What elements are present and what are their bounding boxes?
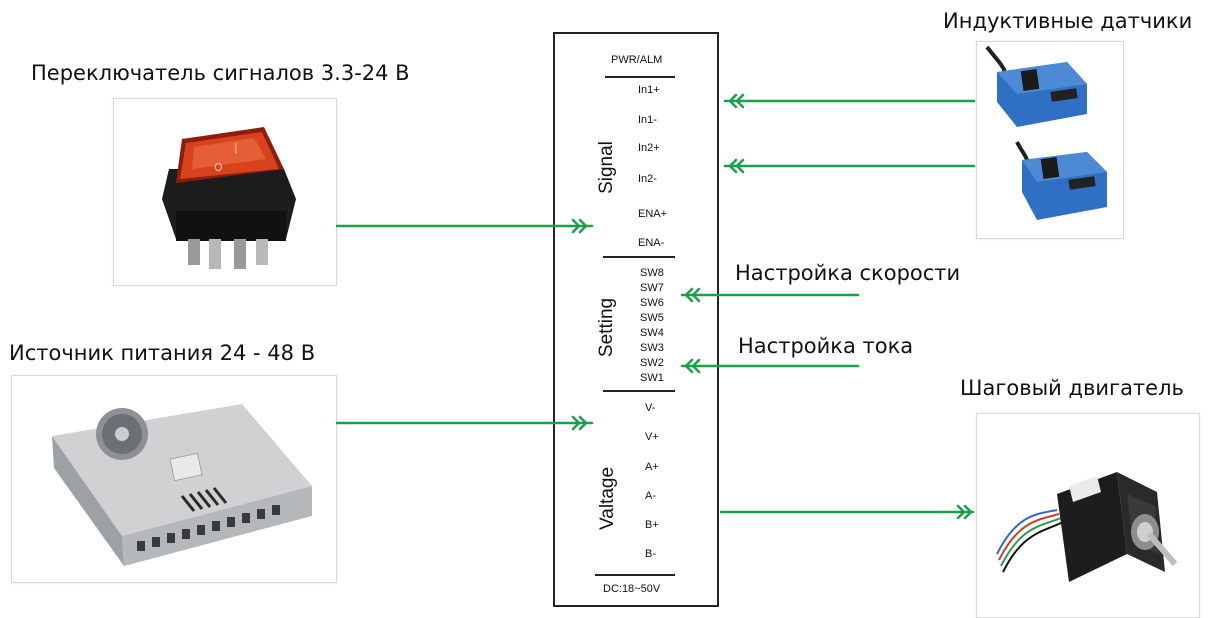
pin-v-minus: V-: [645, 402, 656, 414]
switch-sw3: SW3: [640, 342, 664, 354]
pin-in1-minus: In1-: [638, 114, 657, 126]
svg-text:O: O: [214, 161, 223, 174]
pin-a-plus: A+: [645, 461, 659, 473]
stepper-driver-module: PWR/ALM Signal In1+ In1- In2+ In2- ENA+ …: [553, 32, 719, 607]
pin-v-plus: V+: [645, 431, 659, 443]
supply-range-label: DC:18~50V: [603, 583, 661, 595]
double-chevron-arrow-icon: [684, 358, 694, 374]
switch-sw7: SW7: [640, 282, 664, 294]
double-chevron-arrow-icon: [691, 287, 701, 303]
double-chevron-arrow-icon: [956, 504, 966, 520]
double-chevron-arrow-icon: [571, 415, 581, 431]
double-chevron-arrow-icon: [728, 158, 738, 174]
section-divider: [595, 574, 675, 576]
double-chevron-arrow-icon: [691, 358, 701, 374]
pin-in2-plus: In2+: [638, 142, 660, 154]
switch-caption: Переключатель сигналов 3.3-24 В: [31, 61, 410, 85]
svg-text:|: |: [234, 141, 238, 154]
pin-b-minus: B-: [645, 548, 656, 560]
pin-b-plus: B+: [645, 519, 659, 531]
inductive-sensor-photo: [976, 41, 1124, 239]
stepper-motor-photo: [976, 413, 1200, 618]
switch-sw1: SW1: [640, 372, 664, 384]
sensors-caption: Индуктивные датчики: [943, 9, 1193, 33]
current-caption: Настройка тока: [738, 334, 914, 358]
switch-sw8: SW8: [640, 267, 664, 279]
section-divider: [605, 76, 675, 78]
switch-sw6: SW6: [640, 297, 664, 309]
section-divider: [603, 390, 675, 392]
double-chevron-arrow-icon: [578, 415, 588, 431]
switch-sw5: SW5: [640, 312, 664, 324]
pin-in1-plus: In1+: [638, 84, 660, 96]
double-chevron-arrow-icon: [684, 287, 694, 303]
speed-caption: Настройка скорости: [735, 261, 961, 285]
double-chevron-arrow-icon: [578, 218, 588, 234]
switch-sw2: SW2: [640, 357, 664, 369]
switch-sw4: SW4: [640, 327, 664, 339]
double-chevron-arrow-icon: [963, 504, 973, 520]
pwr-alm-label: PWR/ALM: [611, 54, 663, 66]
power-caption: Источник питания 24 - 48 В: [9, 341, 316, 365]
pin-a-minus: A-: [645, 490, 656, 502]
pin-in2-minus: In2-: [638, 173, 657, 185]
section-divider: [603, 256, 675, 258]
double-chevron-arrow-icon: [728, 93, 738, 109]
pin-ena-plus: ENA+: [638, 208, 668, 220]
pin-ena-minus: ENA-: [638, 237, 665, 249]
double-chevron-arrow-icon: [571, 218, 581, 234]
double-chevron-arrow-icon: [735, 93, 745, 109]
rocker-switch-photo: O |: [113, 98, 337, 286]
power-supply-photo: [11, 375, 337, 583]
double-chevron-arrow-icon: [735, 158, 745, 174]
motor-caption: Шаговый двигатель: [960, 376, 1184, 400]
